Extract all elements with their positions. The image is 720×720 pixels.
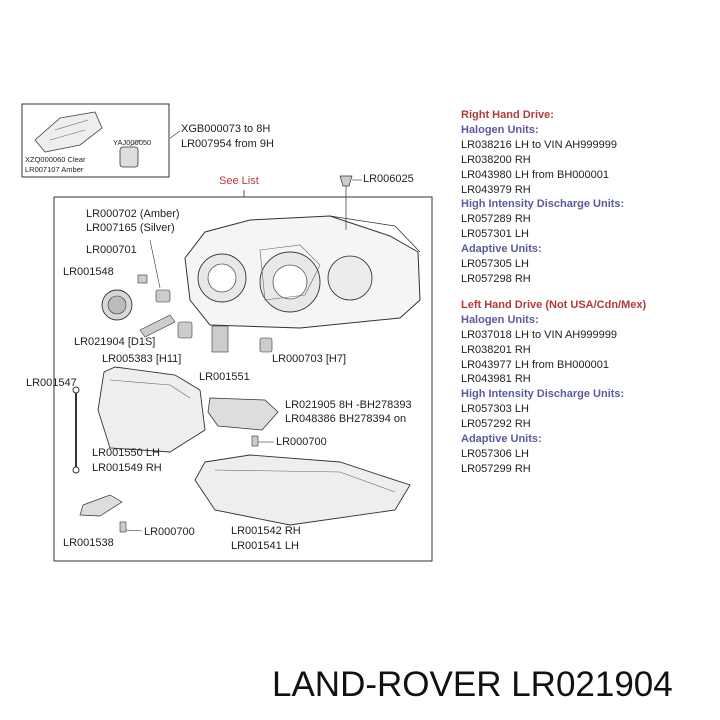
list-item: LR057298 RH [461,272,531,285]
main-frame [53,196,433,562]
rhd-halogen-heading: Halogen Units: [461,123,539,136]
part-label: LR001541 LH [231,540,299,552]
part-label: LR001550 LH [92,447,160,459]
inset-bulb-part: YAJ000050 [113,138,152,147]
part-label: LR006025 [363,173,414,185]
h7-bulb [259,337,273,353]
part-label: LR001538 [63,537,114,549]
part-label: LR000703 [H7] [272,353,346,365]
list-item: LR057292 RH [461,418,531,431]
list-item: LR057303 LH [461,403,529,416]
part-label: LR001548 [63,266,114,278]
part-label: LR001551 [199,371,250,383]
rhd-adaptive-heading: Adaptive Units: [461,243,542,256]
igniter [211,325,229,353]
part-label: LR005383 [H11] [102,353,182,365]
see-list-label: See List [219,175,259,187]
screw-icon [339,175,353,187]
list-item: LR043980 LH from BH000001 [461,168,609,181]
d1s-bulb [139,314,176,338]
bracket [79,494,123,517]
bulb-leader [129,139,141,147]
list-item: LR038201 RH [461,343,531,356]
lhd-halogen-heading: Halogen Units: [461,313,539,326]
inset-leader [169,130,181,139]
lhd-title: Left Hand Drive (Not USA/Cdn/Mex) [461,298,647,311]
side-lamp-lines [49,119,89,141]
undertray [194,454,411,526]
list-item: LR043981 RH [461,373,531,386]
list-item: LR057306 LH [461,447,529,460]
lhd-adaptive-heading: Adaptive Units: [461,433,542,446]
inset-lamp-line-2: LR007107 Amber [25,165,84,174]
rear-cover [97,366,206,453]
clip-upper [251,435,259,447]
list-item: LR057305 LH [461,258,529,271]
list-item: LR038200 RH [461,153,531,166]
clip-lower [119,521,127,533]
rhd-title: Right Hand Drive: [461,109,554,121]
inset-lamp-line-1: XZQ000060 Clear [25,155,86,164]
list-item: LR057301 LH [461,228,529,241]
lhd-hid-heading: High Intensity Discharge Units: [461,388,625,401]
list-item: LR043977 LH from BH000001 [461,358,609,371]
inset-frame [21,103,170,178]
bulb-amber [155,289,171,303]
small-bulb-drawing [119,146,139,168]
rhd-hid-heading: High Intensity Discharge Units: [461,198,625,211]
list-item: LR037018 LH to VIN AH999999 [461,328,617,341]
list-item: LR043979 RH [461,183,531,196]
part-label: LR001547 [26,377,77,389]
part-label: LR021905 8H -BH278393 [285,399,412,411]
list-item: LR057299 RH [461,462,531,475]
bulb-small [137,274,148,284]
part-label: LR000702 (Amber) [86,208,180,220]
part-label: LR001549 RH [92,462,162,474]
part-label: LR021904 [D1S] [74,336,156,348]
part-label: LR000701 [86,244,137,256]
inset-callout-2: LR007954 from 9H [181,138,274,150]
control-module [207,397,279,431]
part-label: LR000700 [144,526,195,538]
parts-list: Right Hand Drive: Halogen Units: LR03821… [461,108,646,477]
part-label: LR048386 BH278394 on [285,413,407,425]
part-label: LR007165 (Silver) [86,222,175,234]
inset-callout-1: XGB000073 to 8H [181,123,271,135]
part-label: LR000700 [276,436,327,448]
reflector-right [327,255,373,301]
side-lamp-drawing [34,111,103,153]
list-item: LR057289 RH [461,213,531,226]
h11-bulb [177,321,193,339]
part-label: LR001542 RH [231,525,301,537]
brand-part-number: LAND-ROVER LR021904 [272,665,673,704]
list-item: LR038216 LH to VIN AH999999 [461,138,617,151]
